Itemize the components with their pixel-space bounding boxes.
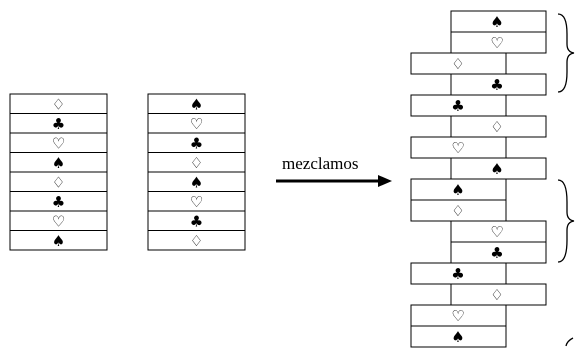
spade-icon: ♠ [52, 154, 65, 172]
right-deck-card: ♠ [147, 93, 246, 114]
diamond-icon: ♢ [490, 118, 503, 136]
club-icon: ♣ [190, 212, 203, 230]
right-deck-card: ♢ [147, 230, 246, 251]
shuffled-card: ♡ [410, 304, 507, 327]
left-deck-card: ♠ [9, 152, 108, 173]
club-icon: ♣ [490, 244, 503, 262]
card-border [410, 325, 507, 348]
right-deck-card: ♠ [147, 171, 246, 192]
shuffle-arrow: mezclamos [276, 154, 392, 187]
heart-icon: ♡ [52, 212, 65, 230]
shuffled-card: ♢ [410, 199, 507, 222]
right-deck-card: ♡ [147, 113, 246, 134]
shuffled-card: ♡ [410, 136, 507, 159]
shuffled-card: ♣ [410, 262, 507, 285]
heart-icon: ♡ [490, 34, 503, 52]
right-deck-card: ♣ [147, 210, 246, 231]
spade-icon: ♠ [190, 173, 203, 191]
left-deck-card: ♡ [9, 210, 108, 231]
shuffled-card: ♠ [410, 325, 507, 348]
shuffled-card: ♢ [410, 52, 507, 75]
right-deck: ♠♡♣♢♠♡♣♢ [147, 93, 246, 251]
club-icon: ♣ [52, 115, 65, 133]
heart-icon: ♡ [190, 115, 203, 133]
diamond-icon: ♢ [451, 55, 464, 73]
brace-top [557, 13, 575, 93]
diamond-icon: ♢ [451, 202, 464, 220]
left-deck-card: ♣ [9, 191, 108, 212]
left-deck: ♢♣♡♠♢♣♡♠ [9, 93, 108, 251]
spade-icon: ♠ [52, 232, 65, 250]
left-deck-card: ♡ [9, 132, 108, 153]
heart-icon: ♡ [190, 193, 203, 211]
card-border [9, 230, 108, 251]
shuffled-card: ♡ [450, 220, 547, 243]
club-icon: ♣ [451, 97, 464, 115]
brace-bottom-partial [565, 337, 574, 347]
arrow-label: mezclamos [282, 154, 358, 173]
heart-icon: ♡ [451, 307, 464, 325]
shuffled-card: ♣ [450, 73, 547, 96]
spade-icon: ♠ [451, 181, 464, 199]
shuffled-card: ♣ [410, 94, 507, 117]
club-icon: ♣ [490, 76, 503, 94]
heart-icon: ♡ [52, 134, 65, 152]
shuffled-card: ♠ [410, 178, 507, 201]
brace-middle [557, 179, 575, 263]
heart-icon: ♡ [451, 139, 464, 157]
diamond-icon: ♢ [190, 154, 203, 172]
left-deck-card: ♣ [9, 113, 108, 134]
club-icon: ♣ [52, 193, 65, 211]
left-deck-card: ♢ [9, 171, 108, 192]
left-deck-card: ♢ [9, 93, 108, 114]
shuffled-card: ♢ [450, 283, 547, 306]
arrow-head [378, 175, 392, 187]
diamond-icon: ♢ [190, 232, 203, 250]
diamond-icon: ♢ [490, 286, 503, 304]
shuffled-deck: ♠ ♡ ♢ ♣ ♣ ♢ ♡ ♠ ♠ ♢ ♡ ♣ ♣ ♢ ♡ ♠ [410, 10, 547, 348]
shuffled-card: ♠ [450, 10, 547, 33]
shuffled-card: ♣ [450, 241, 547, 264]
diamond-icon: ♢ [52, 95, 65, 113]
spade-icon: ♠ [490, 160, 503, 178]
diamond-icon: ♢ [52, 173, 65, 191]
club-icon: ♣ [451, 265, 464, 283]
spade-icon: ♠ [490, 13, 503, 31]
heart-icon: ♡ [490, 223, 503, 241]
spade-icon: ♠ [190, 95, 203, 113]
left-deck-card: ♠ [9, 230, 108, 251]
right-deck-card: ♡ [147, 191, 246, 212]
card-border [147, 230, 246, 251]
spade-icon: ♠ [451, 328, 464, 346]
club-icon: ♣ [190, 134, 203, 152]
shuffled-card: ♡ [450, 31, 547, 54]
right-deck-card: ♣ [147, 132, 246, 153]
right-deck-card: ♢ [147, 152, 246, 173]
braces [557, 13, 575, 347]
shuffled-card: ♠ [450, 157, 547, 180]
shuffled-card: ♢ [450, 115, 547, 138]
